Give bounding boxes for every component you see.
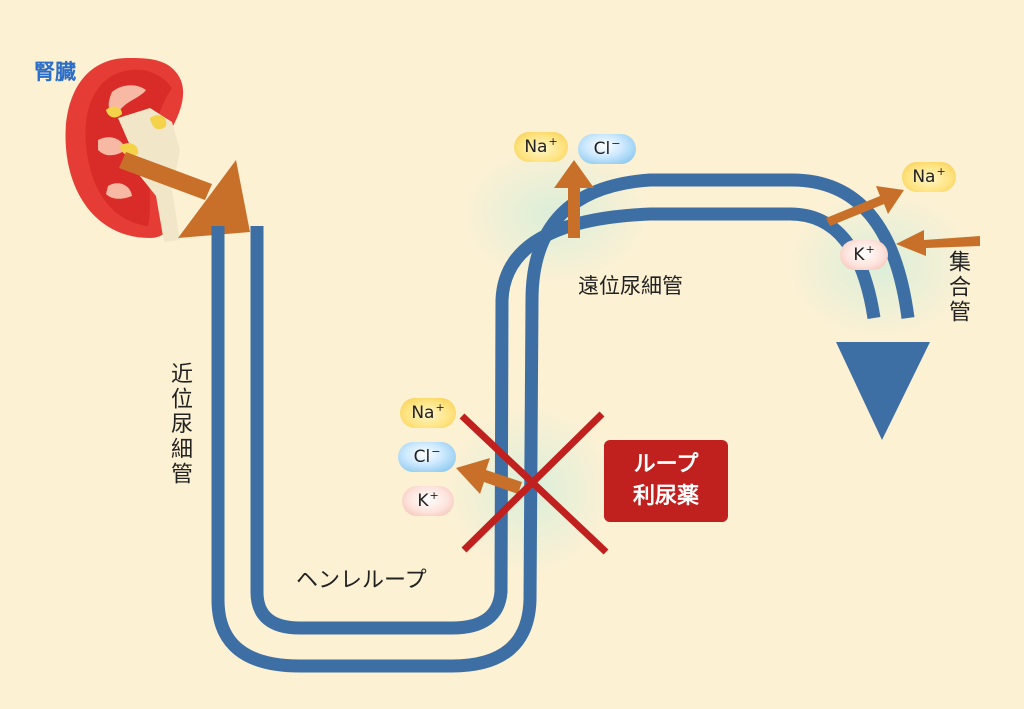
proximal-tubule-label: 近位尿細管 <box>166 362 192 487</box>
ion-na-collecting: Na+ <box>902 162 956 192</box>
ion-k-collecting: K+ <box>840 240 888 270</box>
collecting-duct-label: 集合管 <box>944 250 970 325</box>
ion-na-distal: Na+ <box>514 132 568 162</box>
collecting-output-arrow <box>836 342 930 440</box>
ion-cl-distal: Cl− <box>578 134 636 164</box>
ion-k-loop: K+ <box>402 486 454 516</box>
ion-na-loop: Na+ <box>400 398 456 428</box>
distal-tubule-label: 遠位尿細管 <box>578 270 683 300</box>
kidney-illustration <box>66 58 184 242</box>
ion-cl-loop: Cl− <box>398 442 456 472</box>
drug-label-line2: 利尿薬 <box>633 481 699 513</box>
kidney-label: 腎臓 <box>34 56 76 86</box>
drug-label-line1: ループ <box>634 449 699 481</box>
loop-diuretic-box: ループ 利尿薬 <box>604 440 728 522</box>
loop-of-henle-label: ヘンレループ <box>296 562 427 594</box>
